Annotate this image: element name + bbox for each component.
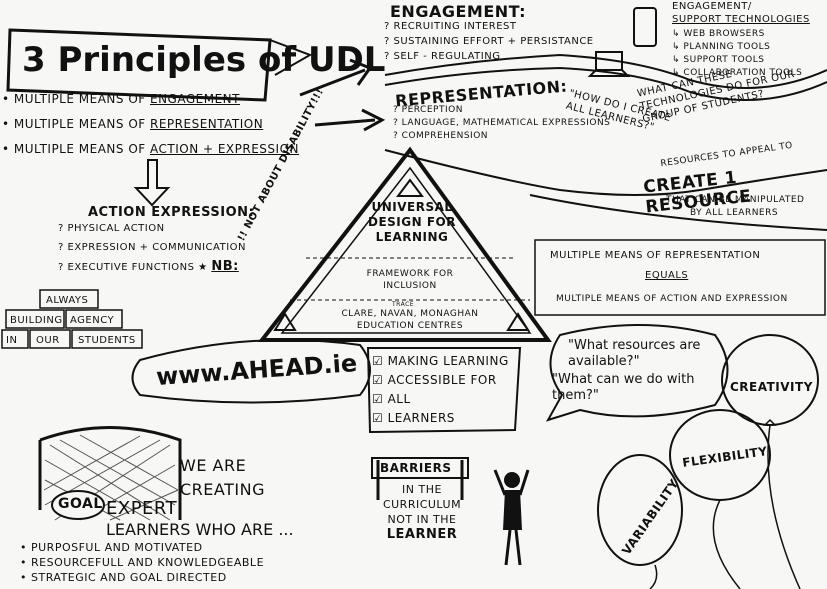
principle-representation: • Multiple means of Representation bbox=[2, 117, 264, 131]
question-1: "What resources are available?" bbox=[568, 338, 701, 369]
website-blob bbox=[131, 339, 371, 404]
star-icon: ★ bbox=[198, 262, 208, 273]
speech-bubble bbox=[545, 324, 729, 422]
triangle-middle-text: Framework for inclusion bbox=[366, 269, 454, 291]
triangle-top-text: Universal Design for Learning bbox=[368, 200, 456, 244]
expert-line1: We are bbox=[180, 456, 247, 475]
question-2: "What can we do with them?" bbox=[552, 372, 695, 403]
barriers-sign: Barriers bbox=[380, 461, 452, 475]
title-banner bbox=[6, 28, 272, 102]
representation-list: ? Perception ? Language, mathematical ex… bbox=[393, 105, 611, 141]
balloon-variability bbox=[597, 454, 683, 566]
brick-students: Students bbox=[78, 335, 136, 346]
goal-label: Goal bbox=[58, 496, 103, 512]
phone-icon bbox=[633, 7, 657, 47]
brick-agency: Agency bbox=[70, 315, 115, 326]
support-tech-heading: Engagement/ Support technologies bbox=[672, 1, 810, 25]
person-icon bbox=[504, 472, 520, 488]
engagement-list: ? Recruiting interest ? Sustaining effor… bbox=[384, 21, 594, 62]
equals-box bbox=[534, 239, 826, 316]
action-expression-heading: Action Expression: bbox=[88, 205, 255, 220]
equals-top: Multiple means of representation bbox=[550, 250, 761, 261]
page-title: 3 Principles of UDL bbox=[22, 40, 386, 80]
checklist-item: ☑ Accessible for bbox=[372, 373, 497, 387]
principle-action: • Multiple means of Action + Expression bbox=[2, 142, 300, 156]
principles-list: • Multiple means of Engagement • Multipl… bbox=[2, 92, 299, 157]
brick-our: our bbox=[36, 335, 60, 346]
brick-wall bbox=[1, 289, 143, 349]
brick-always: Always bbox=[46, 295, 89, 306]
resources-line4: by all learners bbox=[690, 208, 779, 218]
arrow-representation bbox=[314, 108, 386, 132]
barriers-text: in the curriculum not in the learner bbox=[382, 483, 462, 542]
expert-line2: creating bbox=[180, 480, 265, 499]
engagement-heading: Engagement: bbox=[390, 2, 527, 21]
arrow-down bbox=[133, 159, 171, 207]
goal-net-icon bbox=[38, 426, 182, 520]
expert-line3: Expert bbox=[106, 498, 178, 519]
brick-in: In bbox=[6, 335, 18, 346]
equals-bottom: Multiple means of action and expression bbox=[556, 294, 788, 304]
arrow-engagement bbox=[299, 58, 373, 97]
checklist-item: ☑ Making learning bbox=[372, 354, 509, 368]
checklist-item: ☑ Learners bbox=[372, 411, 455, 425]
checklist: ☑ Making learning ☑ Accessible for ☑ All… bbox=[372, 352, 509, 428]
equals-mid: equals bbox=[645, 270, 689, 281]
brick-building: Building bbox=[10, 315, 63, 326]
principle-engagement: • Multiple means of Engagement bbox=[2, 92, 240, 106]
resources-line3: that can be manipulated bbox=[666, 195, 805, 205]
triangle-bottom-text: Clare, Navan, Monaghan Education Centres bbox=[341, 309, 479, 331]
checklist-item: ☑ All bbox=[372, 392, 411, 406]
balloon-label-creativity: Creativity bbox=[730, 380, 813, 394]
expert-line4: learners who are ... bbox=[106, 520, 294, 539]
expert-bullets: • Purposful and motivated • Resourcefull… bbox=[20, 541, 265, 584]
triangle-bottom-small: Trace bbox=[392, 301, 415, 308]
action-expression-list: ? Physical action ? Expression + Communi… bbox=[58, 223, 247, 274]
udl-triangle bbox=[257, 146, 552, 342]
support-tech-list: ↳ Web browsers ↳ Planning tools ↳ Suppor… bbox=[672, 29, 803, 78]
